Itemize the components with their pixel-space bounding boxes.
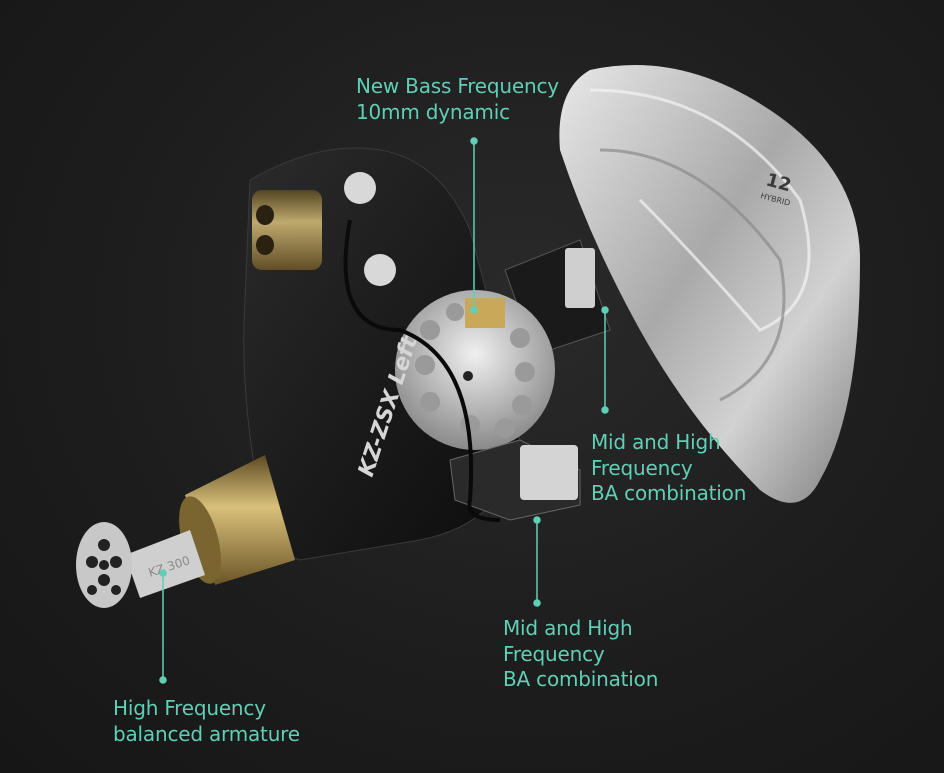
callout-bass: New Bass Frequency 10mm dynamic	[356, 74, 559, 125]
callout-mid-high-upper-line-1: Mid and High	[591, 430, 721, 454]
callout-mid-high-upper-line-3: BA combination	[591, 481, 747, 505]
metal-nozzle	[125, 530, 205, 598]
callout-mid-high-upper-line-2: Frequency	[591, 455, 693, 480]
silver-faceplate	[559, 65, 860, 503]
callout-high-line-2: balanced armature	[113, 721, 300, 746]
callout-mid-high-lower-line-3: BA combination	[503, 667, 659, 691]
callout-high-line-1: High Frequency	[113, 696, 266, 720]
callout-mid-high-lower-line-2: Frequency	[503, 641, 605, 666]
callout-bass-line-2: 10mm dynamic	[356, 99, 510, 124]
cable-connector	[252, 190, 322, 270]
callout-high: High Frequency balanced armature	[113, 696, 300, 747]
callout-mid-high-lower: Mid and High Frequency BA combination	[503, 616, 658, 693]
screw	[344, 172, 376, 204]
screw	[364, 254, 396, 286]
callout-mid-high-upper: Mid and High Frequency BA combination	[591, 430, 746, 507]
callout-bass-line-1: New Bass Frequency	[356, 74, 559, 98]
internal-wire	[343, 219, 501, 522]
callout-mid-high-lower-line-1: Mid and High	[503, 616, 633, 640]
